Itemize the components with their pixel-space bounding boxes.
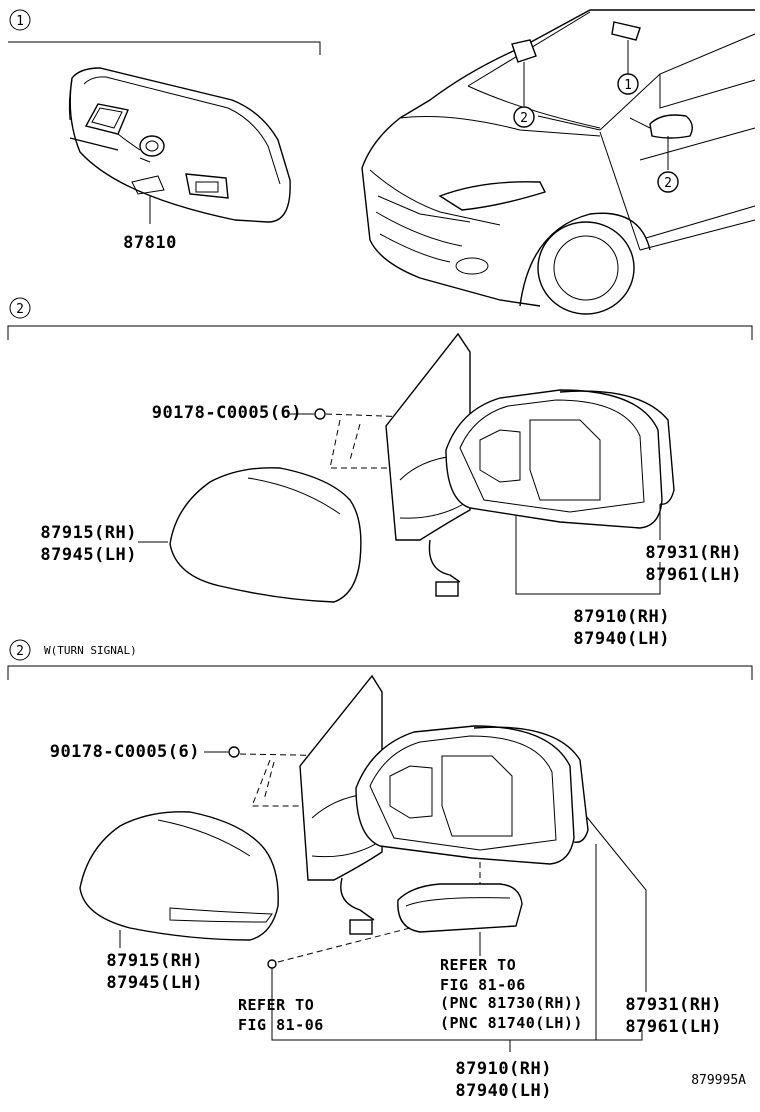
mirror-housing-drawing — [355, 725, 575, 865]
section-2-screw-part-number: 90178-C0005(6) — [152, 403, 302, 423]
section-2-cover-rh: 87915(RH) — [40, 523, 137, 543]
section-2-assy-lh: 87940(LH) — [573, 629, 670, 649]
section-3-assy-lh: 87940(LH) — [455, 1081, 552, 1101]
section-3-cover-rh: 87915(RH) — [106, 951, 203, 971]
connector-drawing — [435, 581, 459, 597]
car-callout-2b: 2 — [664, 176, 672, 191]
section-3-pnc-lh: (PNC 81740(LH)) — [440, 1014, 583, 1032]
figure-id: 879995A — [691, 1073, 746, 1088]
section-3-refer-right-line2: FIG 81-06 — [440, 976, 526, 994]
section-3-badge: 2 — [16, 644, 24, 659]
section-3-bracket — [7, 665, 753, 680]
section-3-refer-left-line2: FIG 81-06 — [238, 1016, 324, 1034]
inner-mirror-part-number: 87810 — [123, 233, 177, 253]
section-2-cover-lh: 87945(LH) — [40, 545, 137, 565]
section-2-housing-rh: 87931(RH) — [645, 543, 742, 563]
section-2-housing-lh: 87961(LH) — [645, 565, 742, 585]
section-3-pnc-rh: (PNC 81730(RH)) — [440, 994, 583, 1012]
section-2: 2 — [7, 297, 753, 603]
inner-mirror-drawing — [68, 67, 291, 224]
mirror-housing-drawing — [445, 389, 663, 529]
section-1-badge: 1 — [16, 14, 24, 29]
section-3-refer-right-line1: REFER TO — [440, 956, 516, 974]
car-drawing — [361, 9, 756, 315]
mirror-cover-drawing — [169, 467, 362, 603]
section-3-housing-rh: 87931(RH) — [625, 995, 722, 1015]
screw-icon — [228, 746, 240, 758]
section-2-bracket — [7, 325, 753, 340]
section-3: 2 W(TURN SIGNAL) — [7, 639, 753, 1052]
section-2-badge: 2 — [16, 302, 24, 317]
section-3-subtitle: W(TURN SIGNAL) — [44, 644, 137, 657]
section-3-assy-rh: 87910(RH) — [455, 1059, 552, 1079]
section-3-housing-lh: 87961(LH) — [625, 1017, 722, 1037]
turn-signal-lamp-drawing — [397, 883, 523, 933]
section-1-badge-circle — [9, 9, 31, 31]
section-1-bracket — [8, 41, 321, 55]
section-1: 1 87810 — [8, 9, 756, 315]
car-callout-2a: 2 — [520, 111, 528, 126]
section-2-assy-rh: 87910(RH) — [573, 607, 670, 627]
section-3-refer-left-line1: REFER TO — [238, 996, 314, 1014]
car-callout-1: 1 — [624, 78, 632, 93]
screw-icon — [314, 408, 326, 420]
section-3-cover-lh: 87945(LH) — [106, 973, 203, 993]
section-3-screw-part-number: 90178-C0005(6) — [50, 742, 200, 762]
connector-drawing — [349, 919, 373, 935]
